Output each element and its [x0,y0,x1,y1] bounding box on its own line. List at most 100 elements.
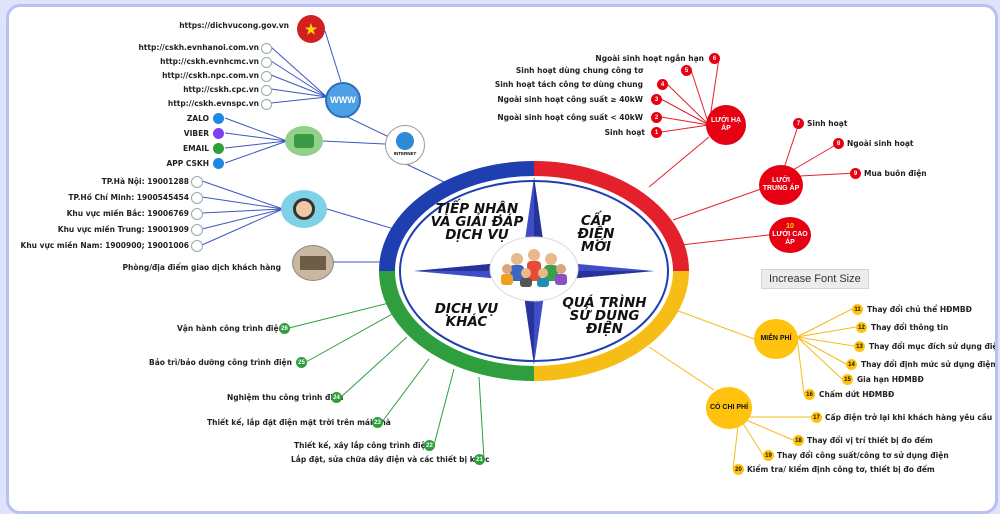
website-link[interactable]: http://cskh.cpc.vn [183,85,259,94]
paid-item[interactable]: Thay đổi công suất/công tơ sử dụng điện [777,451,949,460]
hotline-label: TP.Hồ Chí Minh: 1900545454 [68,193,189,202]
evn-logo-icon [261,99,272,110]
other-service-number: 25 [296,357,307,368]
app-label: VIBER [183,129,209,138]
high-voltage-hub[interactable]: 10 LƯỚI CAO ÁP [769,217,811,253]
evn-logo-icon [191,192,203,204]
center-title-other-services: DỊCH VỤ KHÁC [434,301,499,330]
connector-line [340,336,408,398]
connector-line [796,336,805,395]
medium-voltage-item[interactable]: Mua buôn điện [864,169,927,178]
free-hub[interactable]: MIỄN PHÍ [754,319,798,359]
connector-line [322,140,386,145]
connector-line [796,336,855,347]
free-item[interactable]: Thay đổi thông tin [871,323,949,332]
medium-voltage-item[interactable]: Sinh hoạt [807,119,848,128]
free-number: 11 [852,304,863,315]
connector-line [324,30,342,83]
high-voltage-label: LƯỚI CAO ÁP [772,231,808,246]
connector-line [690,69,710,126]
low-voltage-number: 1 [651,127,662,138]
connector-line [672,308,755,340]
evn-logo-icon [261,57,272,68]
connector-line [433,368,455,446]
free-item[interactable]: Chấm dứt HĐMBĐ [819,390,895,399]
free-item[interactable]: Thay đổi định mức sử dụng điện [861,360,996,369]
hotline-node[interactable] [281,190,327,228]
national-emblem-icon: ★ [297,15,325,43]
low-voltage-item[interactable]: Ngoài sinh hoạt ngắn hạn [595,54,704,63]
paid-item[interactable]: Kiểm tra/ kiểm định công tơ, thiết bị đo… [747,465,935,474]
internet-label: INTERNET [393,151,417,156]
website-link[interactable]: http://cskh.evnhcmc.vn [160,57,259,66]
medium-voltage-number: 9 [850,168,861,179]
other-service-number: 22 [424,440,435,451]
other-service-item[interactable]: Bảo trì/bảo dưỡng công trình điện [149,358,292,367]
other-service-item[interactable]: Vận hành công trình điện [177,324,284,333]
other-service-item[interactable]: Lắp đặt, sửa chữa dây điện và các thiết … [291,455,490,464]
free-item[interactable]: Thay đổi chủ thể HĐMBĐ [867,305,972,314]
globe-icon [396,132,414,150]
paid-number: 18 [793,435,804,446]
office-icon [300,256,326,270]
hotline-label: TP.Hà Nội: 19001288 [101,177,189,186]
app-icon[interactable] [213,158,224,169]
office-label: Phòng/địa điểm giao dịch khách hàng [122,263,282,272]
app-icon[interactable] [213,143,224,154]
other-service-item[interactable]: Nghiệm thu công trình điện [227,393,344,402]
center-wheel [379,161,689,381]
paid-hub[interactable]: CÓ CHI PHÍ [706,387,752,429]
gov-url-link[interactable]: https://dichvucong.gov.vn [179,21,289,30]
internet-node[interactable]: INTERNET [385,125,425,165]
connector-line [796,326,857,338]
connector-line [340,113,390,138]
evn-logo-icon [191,224,203,236]
low-voltage-item[interactable]: Sinh hoạt [604,128,645,137]
other-service-item[interactable]: Thiết kế, xây lắp công trình điện [294,441,432,450]
medium-voltage-hub[interactable]: LƯỚI TRUNG ÁP [759,165,803,205]
free-number: 13 [854,341,865,352]
free-number: 12 [856,322,867,333]
paid-number: 20 [733,464,744,475]
connector-line [660,124,710,133]
connector-line [201,208,284,230]
evn-logo-icon [191,176,203,188]
connector-line [224,140,288,149]
app-icon[interactable] [213,128,224,139]
low-voltage-item[interactable]: Sinh hoạt tách công tơ dùng chung [494,80,643,89]
office-node[interactable] [292,245,334,281]
people-icon [501,249,567,287]
paid-item[interactable]: Thay đổi vị trí thiết bị đo đếm [807,436,933,445]
connector-line [224,117,288,142]
other-service-number: 21 [474,454,485,465]
connector-line [680,234,770,246]
www-node[interactable]: WWW [325,82,361,118]
low-voltage-number: 4 [657,79,668,90]
connector-line [305,312,395,363]
evn-logo-icon [191,240,203,252]
free-item[interactable]: Thay đổi mục đích sử dụng điện [869,342,998,351]
other-service-item[interactable]: Thiết kế, lắp đặt điện mặt trời trên mái… [207,418,391,427]
website-link[interactable]: http://cskh.evnspc.vn [167,99,259,108]
low-voltage-hub[interactable]: LƯỚI HẠ ÁP [706,105,746,145]
hotline-label: Khu vực miền Nam: 1900900; 19001006 [20,241,189,250]
free-item[interactable]: Gia hạn HĐMBĐ [857,375,924,384]
high-voltage-number: 10 [786,223,794,230]
app-icon[interactable] [213,113,224,124]
connector-line [270,60,328,98]
low-voltage-item[interactable]: Ngoài sinh hoạt công suất ≥ 40kW [497,95,643,104]
low-voltage-item[interactable]: Ngoài sinh hoạt công suất < 40kW [497,113,643,122]
paid-item[interactable]: Cấp điện trở lại khi khách hàng yêu cầu [825,413,993,422]
free-number: 15 [842,374,853,385]
medium-voltage-item[interactable]: Ngoài sinh hoạt [847,139,914,148]
low-voltage-number: 2 [651,112,662,123]
website-link[interactable]: http://cskh.evnhanoi.com.vn [138,43,259,52]
website-link[interactable]: http://cskh.npc.com.vn [162,71,259,80]
connector-line [288,302,390,329]
evn-logo-icon [191,208,203,220]
low-voltage-item[interactable]: Sinh hoạt dùng chung công tơ [515,66,643,75]
connector-line [326,208,405,233]
apps-node[interactable] [285,126,323,156]
connector-line [660,116,710,126]
connector-line [660,98,710,126]
